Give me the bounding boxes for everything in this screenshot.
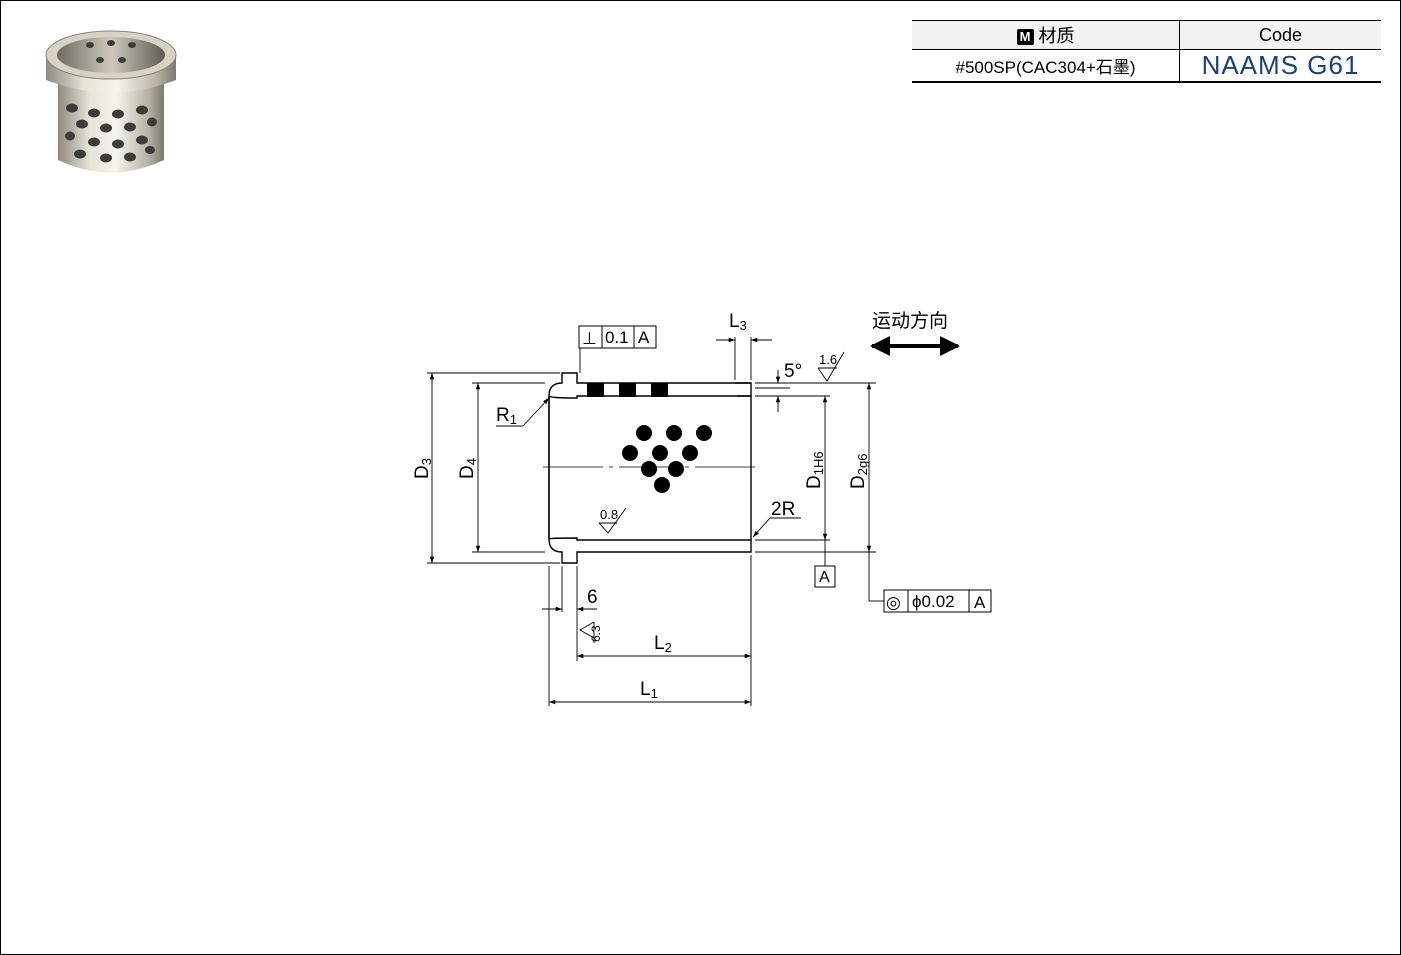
concentricity-symbol: ◎	[886, 593, 901, 612]
concentricity-tolerance: ϕ0.02	[912, 592, 955, 611]
graphite-dot-pattern	[622, 425, 712, 493]
dim-2r-label: 2R	[771, 499, 795, 520]
dim-d4-label: D4	[457, 458, 479, 479]
material-marker-icon: M	[1016, 29, 1034, 45]
roughness-outer-value: 1.6	[819, 352, 837, 367]
dim-r1-label: R1	[496, 405, 517, 427]
graphite-plugs	[587, 383, 668, 397]
perpendicularity-tolerance: 0.1	[605, 328, 629, 347]
dim-angle-label: 5°	[784, 361, 802, 382]
dimension-lines	[427, 337, 884, 706]
dim-flange-width-label: 6	[587, 587, 598, 608]
code-header: Code	[1179, 20, 1381, 50]
dim-d1-label: D1H6	[804, 451, 826, 489]
material-value: #500SP(CAC304+石墨)	[912, 49, 1180, 83]
roughness-flange-value: 6.3	[589, 625, 603, 642]
dim-d2-label: D2g6	[848, 454, 870, 489]
roughness-bore-value: 0.8	[600, 507, 618, 522]
perpendicularity-symbol: ⊥	[582, 329, 597, 348]
concentricity-datum: A	[974, 593, 986, 612]
roughness-symbols	[579, 351, 845, 643]
dim-l3-label: L3	[729, 311, 747, 333]
concentricity-frame	[883, 589, 992, 613]
dim-l2-label: L2	[654, 633, 672, 655]
datum-box	[814, 565, 836, 588]
bushing-photo	[45, 30, 177, 173]
perpendicularity-frame	[578, 325, 657, 349]
perpendicularity-datum: A	[638, 328, 650, 347]
dim-l1-label: L1	[640, 679, 658, 701]
material-header: 材质	[1038, 26, 1075, 46]
code-value: NAAMS G61	[1179, 49, 1381, 83]
motion-direction-label: 运动方向	[872, 310, 948, 332]
spec-table-row: #500SP(CAC304+石墨) NAAMS G61	[912, 49, 1381, 83]
dim-d3-label: D3	[412, 458, 434, 479]
datum-label: A	[819, 569, 830, 586]
